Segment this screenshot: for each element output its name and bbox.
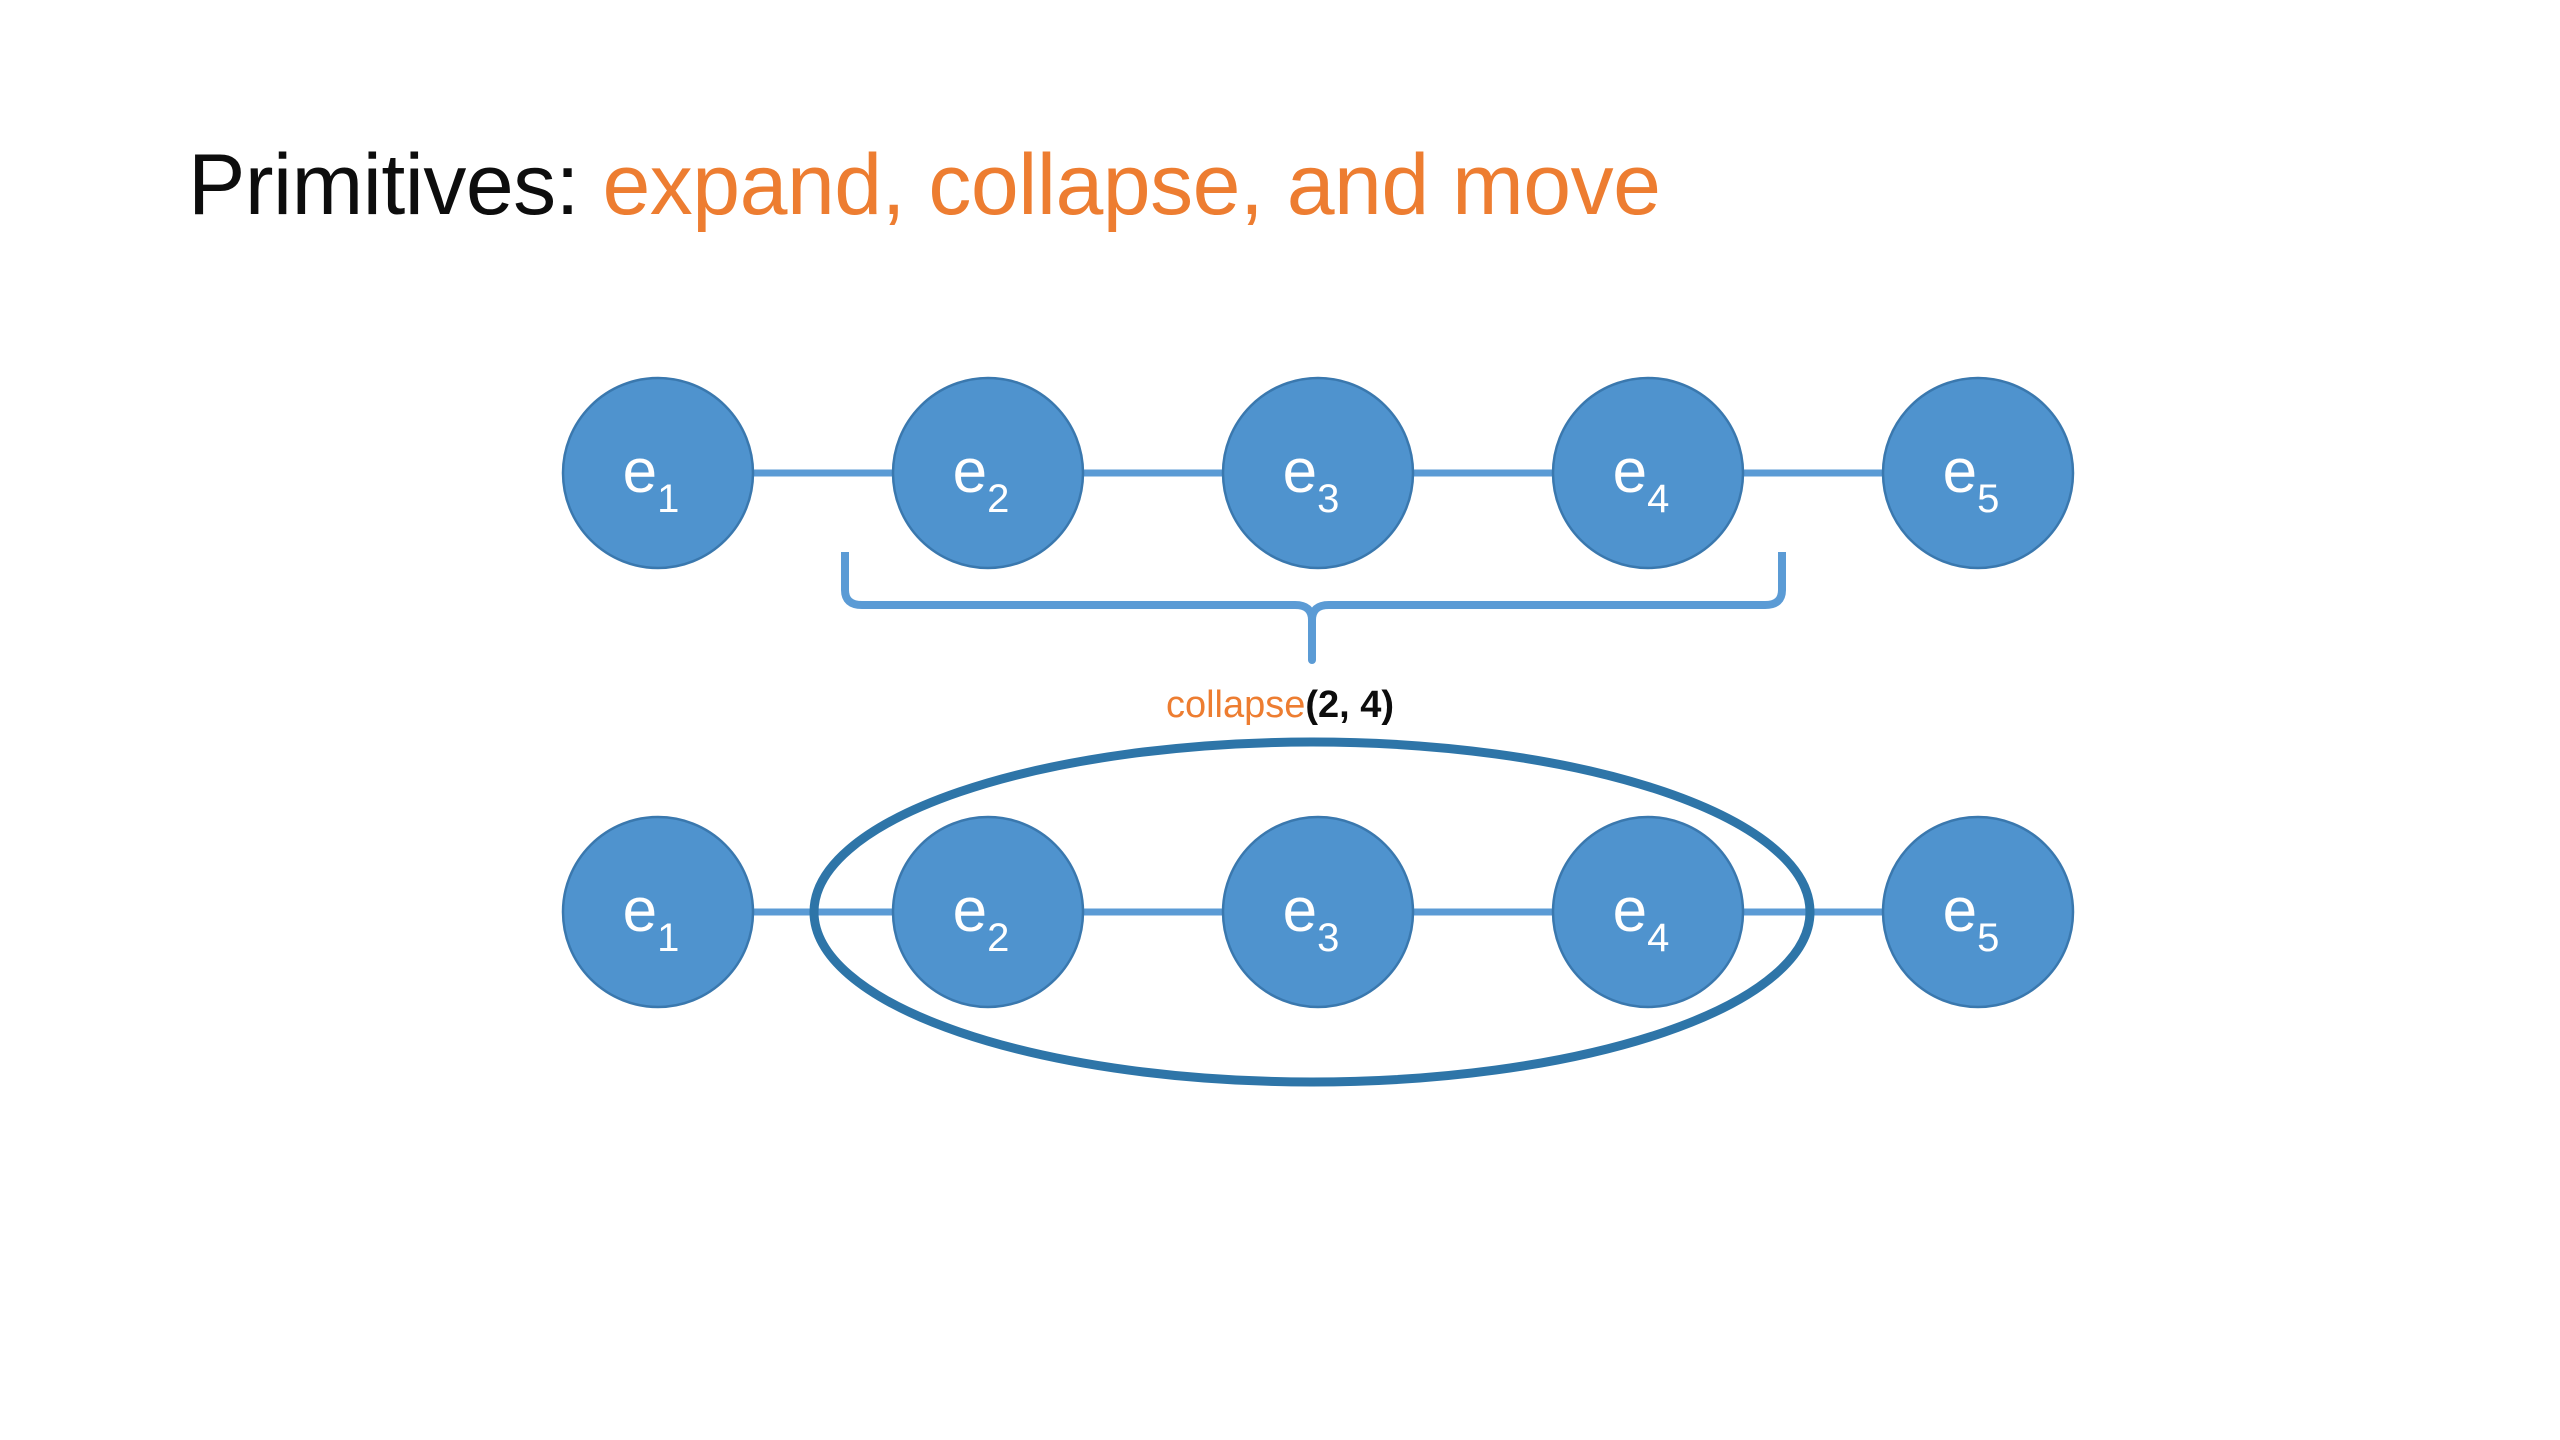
node-circle[interactable] bbox=[1551, 815, 1745, 1009]
node-circle[interactable] bbox=[561, 376, 755, 570]
node-label-e5: e5 bbox=[1943, 876, 2000, 960]
node-e4-after[interactable]: e4 bbox=[1551, 815, 1745, 1009]
node-e3-before[interactable]: e3 bbox=[1221, 376, 1415, 570]
node-circle[interactable] bbox=[1221, 815, 1415, 1009]
node-circle[interactable] bbox=[891, 815, 1085, 1009]
node-label-e4: e4 bbox=[1613, 437, 1670, 521]
node-label-e4: e4 bbox=[1613, 876, 1670, 960]
node-e2-before[interactable]: e2 bbox=[891, 376, 1085, 570]
node-e2-after[interactable]: e2 bbox=[891, 815, 1085, 1009]
node-e1-before[interactable]: e1 bbox=[561, 376, 755, 570]
node-circle[interactable] bbox=[1551, 376, 1745, 570]
collapse-group-ellipse[interactable] bbox=[809, 737, 1815, 1087]
collapse-brace bbox=[841, 552, 1786, 664]
node-label-e2: e2 bbox=[953, 437, 1010, 521]
brace-path bbox=[841, 552, 1786, 664]
page-title-accent: expand, collapse, and move bbox=[579, 137, 1661, 233]
node-circle[interactable] bbox=[1881, 815, 2075, 1009]
node-circle[interactable] bbox=[561, 815, 755, 1009]
before-collapse-chain: e1 e2 e3 e4 bbox=[561, 376, 2075, 570]
node-circle[interactable] bbox=[891, 376, 1085, 570]
node-circle[interactable] bbox=[1881, 376, 2075, 570]
node-circle[interactable] bbox=[1221, 376, 1415, 570]
node-label-e5: e5 bbox=[1943, 437, 2000, 521]
node-e5-before[interactable]: e5 bbox=[1881, 376, 2075, 570]
node-label-e1: e1 bbox=[623, 876, 680, 960]
node-e1-after[interactable]: e1 bbox=[561, 815, 755, 1009]
node-e4-before[interactable]: e4 bbox=[1551, 376, 1745, 570]
node-label-e3: e3 bbox=[1283, 876, 1340, 960]
node-label-e2: e2 bbox=[953, 876, 1010, 960]
node-e3-after[interactable]: e3 bbox=[1221, 815, 1415, 1009]
after-collapse-chain: e1 e2 e3 e4 bbox=[561, 737, 2075, 1087]
node-label-e3: e3 bbox=[1283, 437, 1340, 521]
node-label-e1: e1 bbox=[623, 437, 680, 521]
page-title-plain: Primitives: bbox=[188, 137, 580, 233]
page-title: Primitives: expand, collapse, and move bbox=[188, 142, 1661, 228]
node-e5-after[interactable]: e5 bbox=[1881, 815, 2075, 1009]
